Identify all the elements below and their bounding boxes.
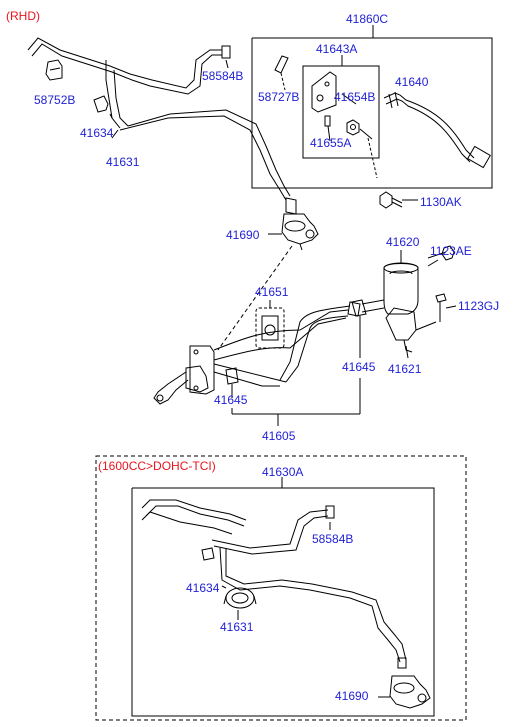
part-label-41690-top[interactable]: 41690 xyxy=(226,228,260,242)
master-cylinder-41605-part xyxy=(153,309,349,405)
release-cylinder-41690-top-part xyxy=(268,213,319,251)
part-label-41620[interactable]: 41620 xyxy=(386,235,420,249)
bracket-41654b-part xyxy=(311,71,337,113)
part-label-1130ak[interactable]: 1130AK xyxy=(420,195,462,209)
hose-41640-part xyxy=(383,91,491,169)
release-cylinder-41690-bottom-part xyxy=(378,675,431,709)
part-label-58584b-top[interactable]: 58584B xyxy=(202,69,244,83)
part-label-41654b[interactable]: 41654B xyxy=(334,90,376,104)
clutch-pipe-41631-top xyxy=(27,37,297,215)
bolt-1123ae-part xyxy=(427,245,455,267)
clip-41634-bottom-part xyxy=(201,547,215,561)
part-label-41621[interactable]: 41621 xyxy=(388,362,422,376)
part-label-41631-top[interactable]: 41631 xyxy=(106,155,140,169)
part-label-41651[interactable]: 41651 xyxy=(255,285,289,299)
clip-41645-right-part xyxy=(351,299,367,358)
variant-label-rhd: (RHD) xyxy=(6,9,40,23)
kit-box-41860c xyxy=(251,37,493,189)
dashed-link-pipe xyxy=(217,245,293,351)
variant-frame xyxy=(95,455,467,721)
nut-part xyxy=(346,119,360,136)
part-label-41690-bottom[interactable]: 41690 xyxy=(335,689,369,703)
part-label-41630a[interactable]: 41630A xyxy=(262,465,304,479)
part-label-41640[interactable]: 41640 xyxy=(395,75,429,89)
bracket-41621-part xyxy=(385,307,437,359)
reservoir-hose-part xyxy=(279,299,385,383)
part-label-41860c[interactable]: 41860C xyxy=(346,12,389,26)
grommet-41631-bottom-part xyxy=(223,587,257,609)
bolt-1130ak-part xyxy=(367,137,418,209)
part-label-41645-left[interactable]: 41645 xyxy=(214,393,248,407)
part-label-41634-top[interactable]: 41634 xyxy=(80,126,114,140)
clip-58752b-part xyxy=(45,59,63,81)
variant-label-1600cc: (1600CC>DOHC-TCI) xyxy=(98,459,216,473)
part-label-58727b[interactable]: 58727B xyxy=(258,90,300,104)
part-label-41605[interactable]: 41605 xyxy=(262,429,296,443)
part-label-1123ae[interactable]: 1123AE xyxy=(430,244,472,258)
part-label-41645-right[interactable]: 41645 xyxy=(342,360,376,374)
clutch-pipe-41631-bottom xyxy=(141,499,407,669)
part-label-58752b[interactable]: 58752B xyxy=(34,93,76,107)
kit-subbox-41643a xyxy=(302,65,380,159)
reservoir-41620-part xyxy=(383,250,419,315)
part-label-1123gj[interactable]: 1123GJ xyxy=(458,299,500,313)
part-label-58584b-bottom[interactable]: 58584B xyxy=(312,532,354,546)
part-label-41631-bottom[interactable]: 41631 xyxy=(220,620,254,634)
clip-41634-top-part xyxy=(93,95,109,113)
clip-58727b-part xyxy=(274,55,289,91)
clip-41645-left-part xyxy=(225,367,239,392)
pin-41655a-part xyxy=(324,115,331,127)
bolt-1123gj-part xyxy=(435,293,457,322)
part-label-41655a[interactable]: 41655A xyxy=(310,136,352,150)
part-label-41634-bottom[interactable]: 41634 xyxy=(186,581,220,595)
part-label-41643a[interactable]: 41643A xyxy=(316,42,358,56)
dust-seal-41651-part xyxy=(255,300,285,349)
kit-box-41630a xyxy=(131,487,435,717)
